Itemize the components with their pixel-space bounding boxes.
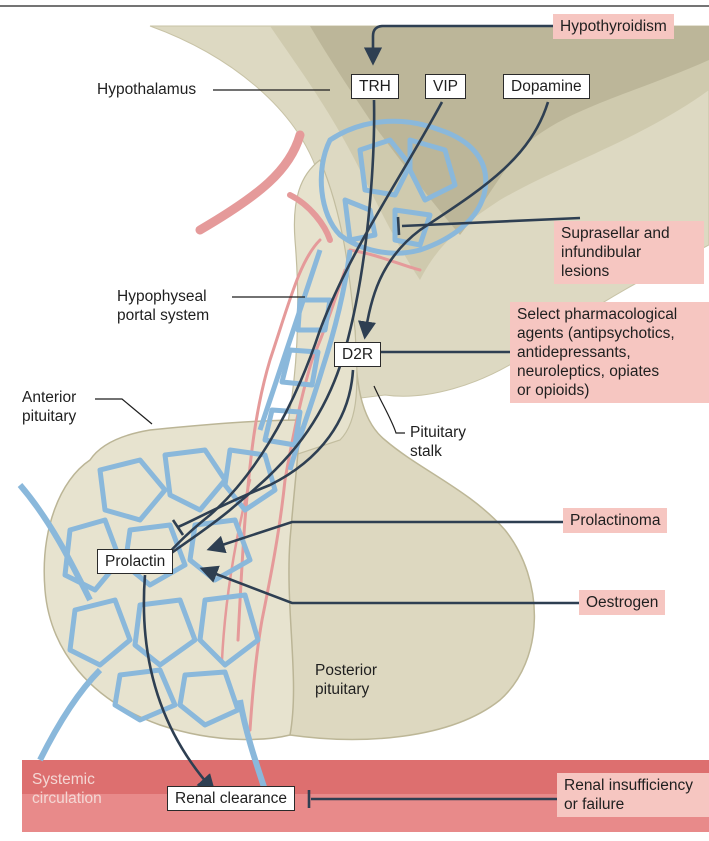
- hypothyroidism-factor: Hypothyroidism: [553, 14, 674, 39]
- suprasellar-lesions-factor: Suprasellar and infundibular lesions: [554, 221, 704, 284]
- prolactin-box: Prolactin: [97, 549, 174, 574]
- vip-box: VIP: [425, 74, 466, 99]
- d2r-box: D2R: [334, 342, 382, 367]
- dopamine-box: Dopamine: [503, 74, 590, 99]
- portal-capillary-network: [17, 118, 489, 791]
- third-ventricle-shade: [310, 26, 709, 235]
- pituitary-stalk-label: Pituitary stalk: [410, 424, 466, 460]
- systemic-circulation-label: Systemic circulation: [32, 771, 102, 807]
- leader-lines: [95, 89, 405, 434]
- prolactinoma-factor: Prolactinoma: [563, 508, 668, 533]
- hypothalamus-label: Hypothalamus: [97, 81, 197, 98]
- renal-insufficiency-factor: Renal insufficiency or failure: [557, 773, 709, 817]
- trh-box: TRH: [351, 74, 399, 99]
- renal-clearance-box: Renal clearance: [167, 786, 296, 811]
- regulation-arrows: [142, 24, 582, 808]
- pharmacological-agents-factor: Select pharmacological agents (antipsych…: [510, 302, 709, 403]
- posterior-pituitary-label: Posterior pituitary: [315, 662, 378, 698]
- oestrogen-factor: Oestrogen: [579, 590, 666, 615]
- anterior-pituitary-label: Anterior pituitary: [22, 389, 77, 425]
- portal-system-label: Hypophyseal portal system: [117, 288, 210, 324]
